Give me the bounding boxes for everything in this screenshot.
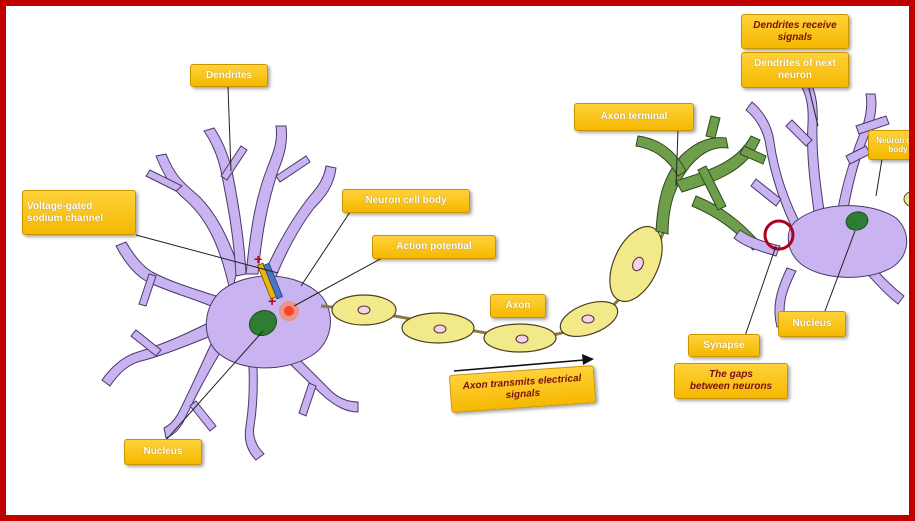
label-axon-terminal: Axon terminal [574,103,694,131]
label-voltage-gated-sodium-channel: Voltage-gated sodium channel [22,190,136,235]
right-cell-body [788,206,906,278]
label-gaps-between-neurons: The gaps between neurons [674,363,788,399]
label-neuron-cell-body-right: Neuron cell body [868,130,915,160]
label-dendrites-receive-signals: Dendrites receive signals [741,14,849,49]
label-action-potential: Action potential [372,235,496,259]
label-nucleus-right: Nucleus [778,311,846,337]
label-axon: Axon [490,294,546,318]
label-dendrites-of-next-neuron: Dendrites of next neuron [741,52,849,88]
plus-sign-bottom: + [268,293,276,309]
label-synapse: Synapse [688,334,760,357]
label-neuron-cell-body: Neuron cell body [342,189,470,213]
label-nucleus-left: Nucleus [124,439,202,465]
right-neuron-dendrites [734,82,904,327]
offscreen-myelin [904,190,915,208]
label-dendrites: Dendrites [190,64,268,87]
plus-sign-top: + [254,251,262,267]
